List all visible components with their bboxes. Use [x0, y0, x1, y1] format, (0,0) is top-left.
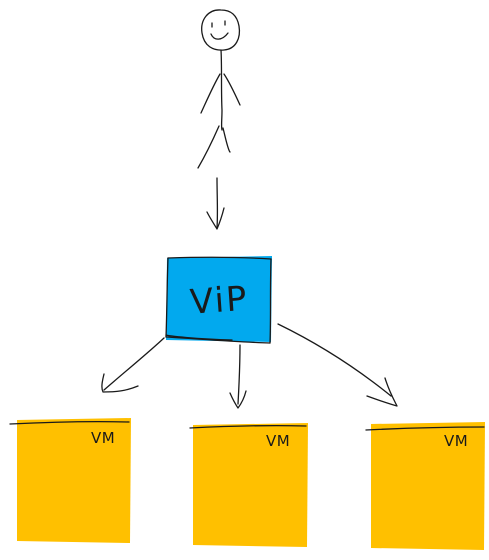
vip-node: ViP — [165, 256, 272, 344]
vm-node-3: VM — [365, 422, 485, 550]
vm-box-2 — [193, 423, 308, 547]
edge-vip-to-vm-2 — [229, 344, 247, 409]
vm-node-2: VM — [189, 423, 308, 547]
stick-figure-icon — [197, 9, 241, 169]
vm-box-3 — [371, 422, 485, 550]
vm-3-label: VM — [444, 432, 468, 450]
edge-vip-to-vm-1 — [101, 337, 165, 393]
vm-2-label: VM — [266, 432, 290, 450]
vip-label: ViP — [189, 279, 250, 323]
edge-vip-to-vm-3 — [277, 323, 398, 407]
vm-node-1: VM — [9, 418, 131, 543]
vm-1-label: VM — [91, 429, 115, 447]
vm-box-1 — [17, 418, 131, 543]
vip-box — [166, 256, 272, 342]
edge-user-to-vip — [206, 177, 225, 230]
